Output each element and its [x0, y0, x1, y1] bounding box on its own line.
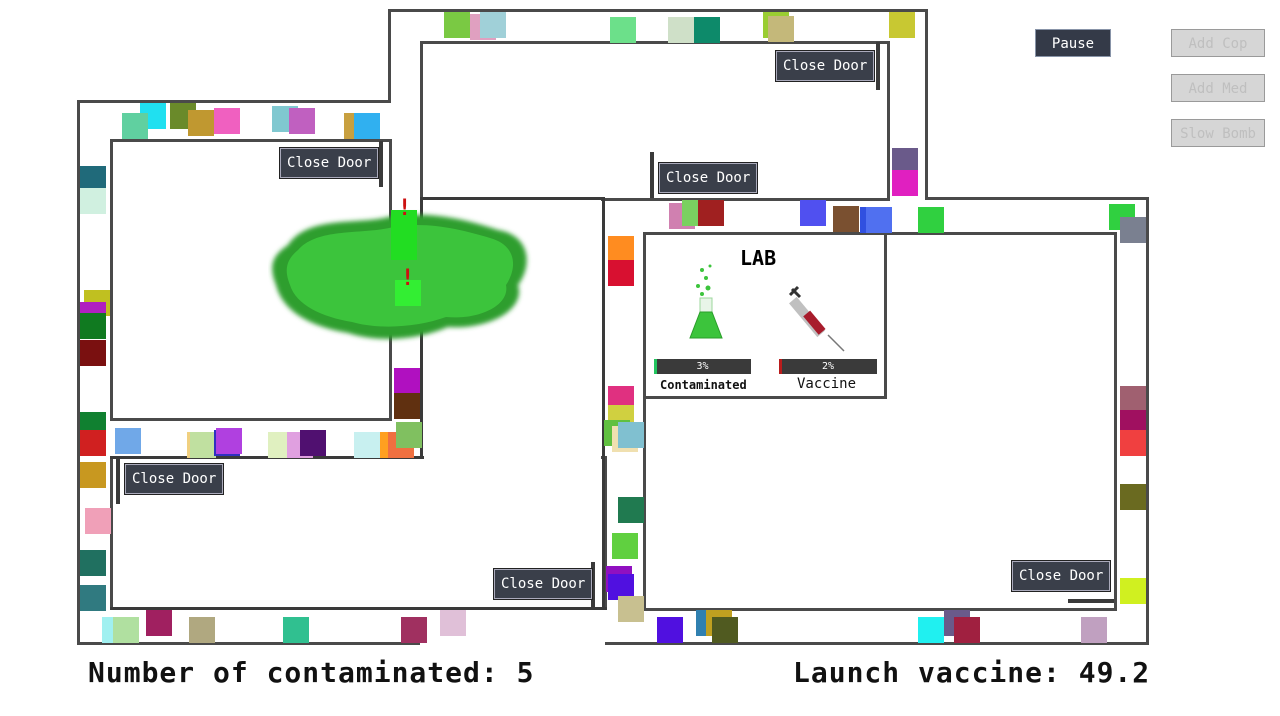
- person-marker: [300, 430, 326, 456]
- syringe-icon: [788, 285, 845, 352]
- contamination-cloud: [272, 214, 527, 339]
- person-marker: [289, 108, 315, 134]
- person-marker: [80, 430, 106, 456]
- person-marker: [394, 393, 420, 419]
- person-marker: [800, 200, 826, 226]
- close-door-button-north[interactable]: Close Door: [776, 51, 875, 81]
- person-marker: [146, 610, 172, 636]
- pause-button[interactable]: Pause: [1035, 29, 1111, 57]
- door-north-west: [650, 152, 654, 198]
- close-door-button-east[interactable]: Close Door: [1012, 561, 1111, 591]
- person-marker: [354, 113, 380, 139]
- person-marker: [440, 610, 466, 636]
- person-marker: [480, 12, 506, 38]
- person-marker: [1120, 430, 1146, 456]
- room-north: [420, 41, 890, 201]
- person-marker: [1081, 617, 1107, 643]
- person-marker: [1120, 217, 1146, 243]
- person-marker: [80, 166, 106, 192]
- person-marker: [657, 617, 683, 643]
- person-marker: [80, 550, 106, 576]
- vaccine-progress-fill: [779, 359, 782, 374]
- person-marker: [396, 422, 422, 448]
- person-marker: [698, 200, 724, 226]
- person-marker: [216, 428, 242, 454]
- door-south-east: [591, 562, 595, 608]
- close-door-button-south[interactable]: Close Door: [125, 464, 224, 494]
- person-marker: [608, 260, 634, 286]
- person-marker: [1120, 484, 1146, 510]
- lab-title: LAB: [740, 246, 777, 270]
- person-marker: [618, 596, 644, 622]
- person-marker: [892, 148, 918, 174]
- wall-segment: [110, 456, 424, 459]
- person-marker: [80, 462, 106, 488]
- person-marker: [80, 313, 106, 339]
- person-marker: [113, 617, 139, 643]
- add-cop-button[interactable]: Add Cop: [1171, 29, 1265, 57]
- close-door-button-south-east[interactable]: Close Door: [494, 569, 593, 599]
- wall-segment: [110, 607, 607, 610]
- person-marker: [283, 617, 309, 643]
- vaccine-percent: 2%: [821, 361, 835, 372]
- door-north-room: [876, 42, 880, 90]
- person-marker: [190, 432, 216, 458]
- person-marker: [354, 432, 380, 458]
- infected-person: [395, 280, 421, 306]
- alert-icon: !: [401, 266, 415, 291]
- vaccine-launch-timer: Launch vaccine: 49.2: [793, 656, 1151, 689]
- person-marker: [1120, 578, 1146, 604]
- person-marker: [80, 340, 106, 366]
- person-marker: [833, 206, 859, 232]
- person-marker: [608, 236, 634, 262]
- alert-icon: !: [398, 196, 412, 221]
- contaminated-percent: 3%: [696, 361, 709, 372]
- wall-segment: [602, 197, 605, 610]
- person-marker: [85, 508, 111, 534]
- close-door-button-north-west[interactable]: Close Door: [659, 163, 758, 193]
- person-marker: [889, 12, 915, 38]
- flask-icon: [689, 264, 723, 339]
- person-marker: [444, 12, 470, 38]
- person-marker: [954, 617, 980, 643]
- person-marker: [188, 110, 214, 136]
- door-west-room: [379, 141, 383, 187]
- person-marker: [918, 207, 944, 233]
- person-marker: [608, 574, 634, 600]
- contaminated-progress-fill: [654, 359, 657, 374]
- door-east-room: [1068, 599, 1114, 603]
- add-med-button[interactable]: Add Med: [1171, 74, 1265, 102]
- infected-person: [391, 210, 417, 260]
- person-marker: [122, 113, 148, 139]
- contaminated-label: Contaminated: [660, 378, 747, 392]
- person-marker: [918, 617, 944, 643]
- door-south-room: [116, 458, 120, 504]
- person-marker: [866, 207, 892, 233]
- person-marker: [1120, 386, 1146, 412]
- person-marker: [80, 585, 106, 611]
- person-marker: [612, 533, 638, 559]
- person-marker: [712, 617, 738, 643]
- vaccine-progress-bar: 2%: [779, 359, 877, 374]
- person-marker: [189, 617, 215, 643]
- person-marker: [80, 188, 106, 214]
- person-marker: [694, 17, 720, 43]
- person-marker: [768, 16, 794, 42]
- person-marker: [401, 617, 427, 643]
- person-marker: [115, 428, 141, 454]
- close-door-button-west[interactable]: Close Door: [280, 148, 379, 178]
- person-marker: [618, 422, 644, 448]
- slow-bomb-button[interactable]: Slow Bomb: [1171, 119, 1265, 147]
- contaminated-count: Number of contaminated: 5: [88, 656, 535, 689]
- person-marker: [394, 368, 420, 394]
- vaccine-label: Vaccine: [797, 376, 857, 392]
- wall-segment: [420, 197, 605, 200]
- person-marker: [668, 17, 694, 43]
- contaminated-progress-bar: 3%: [654, 359, 751, 374]
- person-marker: [214, 108, 240, 134]
- person-marker: [618, 497, 644, 523]
- person-marker: [892, 170, 918, 196]
- person-marker: [610, 17, 636, 43]
